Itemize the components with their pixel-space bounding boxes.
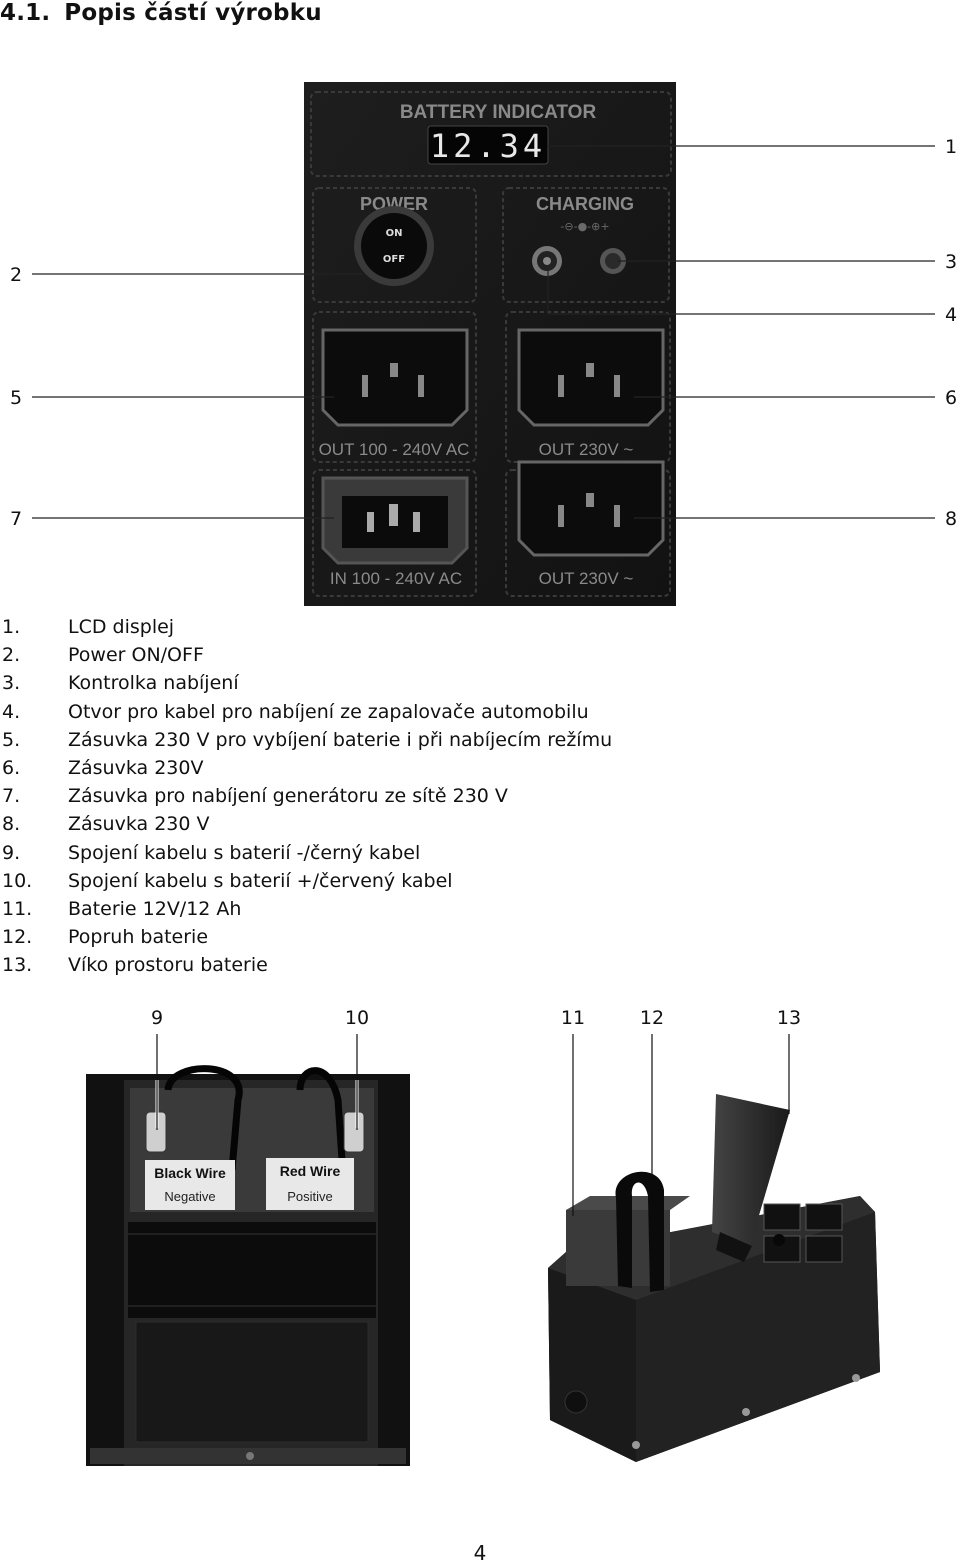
callout-8: 8 [945, 508, 957, 530]
in-ac-frame [312, 469, 477, 597]
charging-symbol: -⊖-●-⊕+ [560, 220, 609, 233]
out-230-label-a: OUT 230V ~ [539, 440, 634, 459]
out-230-label-b: OUT 230V ~ [539, 569, 634, 588]
battery-compartment-photo: Black Wire Negative Red Wire Positive [86, 1065, 410, 1466]
black-wire-label-card [145, 1160, 235, 1210]
callout-5: 5 [10, 387, 22, 409]
charging-label: CHARGING [536, 194, 634, 214]
battery-indicator-label: BATTERY INDICATOR [400, 102, 597, 123]
control-panel-photo: BATTERY INDICATOR 12.34 POWER ON OFF CHA… [304, 82, 676, 606]
charging-led [605, 253, 621, 269]
power-off-label: OFF [383, 254, 405, 265]
bottom-right-leaders [572, 1034, 790, 1216]
list-item: 7.Zásuvka pro nabíjení generátoru ze sít… [2, 785, 508, 808]
socket-out-230-a [517, 328, 665, 427]
parts-list: 1.LCD displej 2.Power ON/OFF 3.Kontrolka… [2, 613, 612, 980]
socket-out-ac [321, 328, 469, 427]
socket-in-ac [321, 476, 469, 565]
lcd-value: 12.34 [430, 127, 546, 165]
black-wire-text: Black Wire [154, 1165, 226, 1181]
in-ac-label: IN 100 - 240V AC [330, 569, 462, 588]
bottom-callouts: 9 10 11 12 13 [151, 1007, 801, 1029]
red-wire-label-card [266, 1158, 354, 1210]
power-switch [361, 213, 427, 279]
callout-13: 13 [777, 1007, 801, 1029]
negative-text: Negative [164, 1189, 215, 1204]
positive-terminal [343, 1111, 365, 1153]
section-number: 4.1. [0, 0, 51, 26]
lcd-display [427, 125, 549, 165]
list-item: 13.Víko prostoru baterie [2, 954, 268, 977]
list-item: 5.Zásuvka 230 V pro vybíjení baterie i p… [2, 728, 613, 751]
indicator-frame [310, 91, 672, 177]
list-item: 10.Spojení kabelu s baterií +/červený ka… [2, 869, 453, 892]
section-heading: 4.1. Popis částí výrobku [0, 0, 322, 26]
top-callout-lines [32, 145, 935, 519]
list-item: 8.Zásuvka 230 V [2, 813, 210, 836]
list-item: 3.Kontrolka nabíjení [2, 672, 239, 695]
section-title: Popis částí výrobku [64, 0, 322, 26]
red-wire-text: Red Wire [280, 1163, 341, 1179]
callout-11: 11 [561, 1007, 585, 1029]
list-item: 12.Popruh baterie [2, 926, 209, 949]
callout-12: 12 [640, 1007, 664, 1029]
power-label: POWER [360, 194, 428, 214]
power-frame [312, 187, 477, 303]
battery-strap-loop [615, 1171, 664, 1292]
list-item: 4.Otvor pro kabel pro nabíjení ze zapalo… [2, 700, 589, 723]
list-item: 9.Spojení kabelu s baterií -/černý kabel [2, 841, 421, 864]
callout-9: 9 [151, 1007, 163, 1029]
out-230-frame-b [505, 469, 671, 597]
battery-lid [712, 1094, 790, 1246]
callout-4: 4 [945, 304, 957, 326]
callout-10: 10 [345, 1007, 369, 1029]
power-on-label: ON [386, 228, 403, 239]
battery-body [135, 1321, 369, 1443]
callout-7: 7 [10, 508, 22, 530]
callout-2: 2 [10, 264, 22, 286]
list-item: 6.Zásuvka 230V [2, 757, 204, 780]
generator-box-photo [548, 1094, 880, 1462]
callout-3: 3 [945, 251, 957, 273]
list-item: 2.Power ON/OFF [2, 644, 204, 667]
top-callouts: 1 2 3 4 5 6 7 8 [10, 136, 957, 530]
list-item: 11.Baterie 12V/12 Ah [2, 898, 242, 921]
battery-strap [128, 1222, 376, 1318]
positive-text: Positive [287, 1189, 333, 1204]
out-ac-label: OUT 100 - 240V AC [319, 440, 470, 459]
charging-frame [502, 187, 670, 303]
socket-out-230-b [517, 460, 665, 557]
list-item: 1.LCD displej [2, 616, 175, 638]
callout-6: 6 [945, 387, 957, 409]
page-number: 4 [473, 1541, 487, 1565]
callout-1: 1 [945, 136, 957, 158]
